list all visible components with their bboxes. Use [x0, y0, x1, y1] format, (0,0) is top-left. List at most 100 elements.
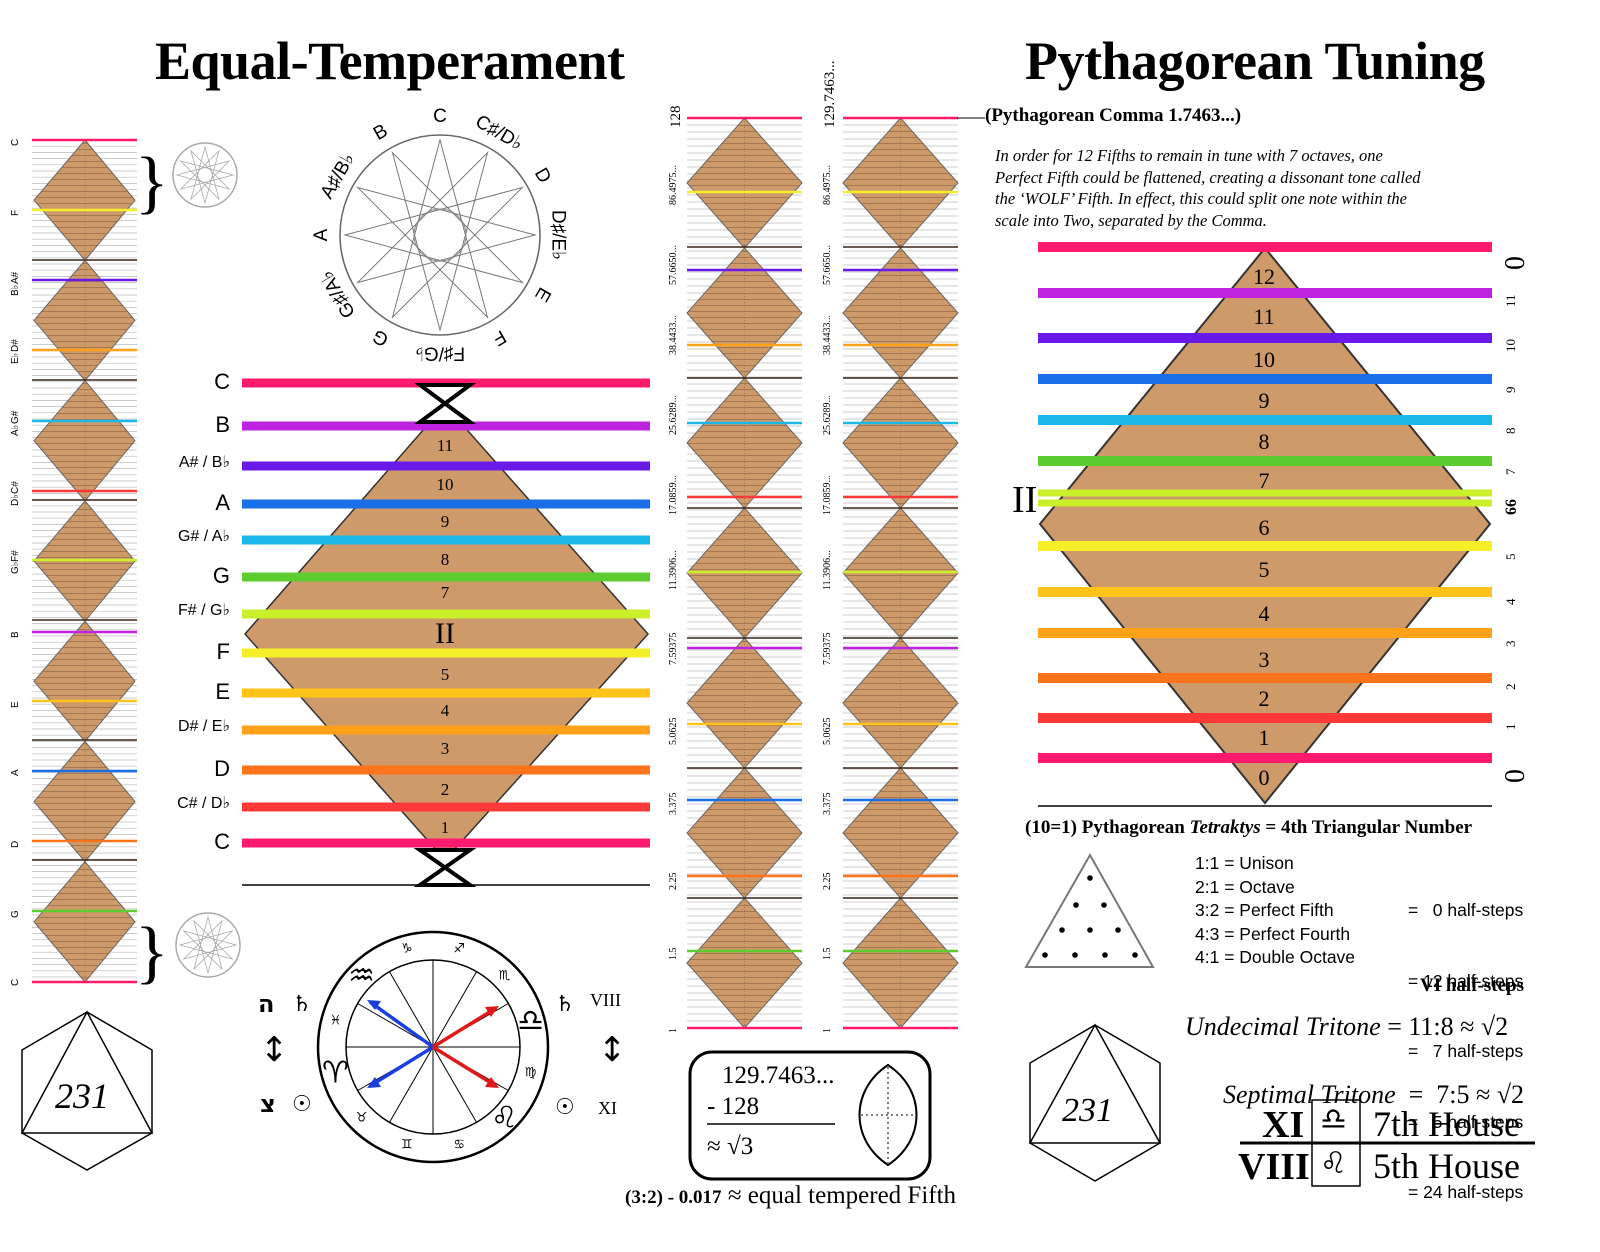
hexagon-right-shape — [1028, 1023, 1162, 1182]
house-viii: VIII — [1238, 1146, 1310, 1188]
equal-temperament-diamond — [242, 378, 650, 887]
bottom-caption-bold: (3:2) - 0.017 — [625, 1187, 722, 1208]
tetraktys-heading-pre: (10=1) Pythagorean — [1025, 817, 1190, 838]
undecimal-value: = 11:8 ≈ √2 — [1380, 1012, 1509, 1041]
pythagorean-right-number: 5 — [1503, 553, 1518, 561]
subtraction-line-1: 129.7463... — [722, 1062, 835, 1089]
ratio-right: = 7 half-steps — [1408, 1041, 1524, 1061]
et-note-label: C — [214, 369, 230, 394]
middle-column-right — [842, 116, 959, 1030]
et-note-label: E — [215, 679, 230, 704]
left-column-note-label: G# — [10, 410, 21, 424]
et-note-label: C# / D♭ — [177, 795, 230, 812]
left-column-note-label: B♭ — [10, 284, 21, 296]
title-pythagorean-tuning: Pythagorean Tuning — [1025, 31, 1485, 91]
middle-column-label: 25.6289... — [822, 395, 833, 435]
hexagon-left-number: 231 — [55, 1076, 109, 1116]
et-number-label: 1 — [440, 818, 450, 837]
et-number-label: 8 — [440, 550, 450, 569]
pythagorean-inner-number: 8 — [1258, 429, 1270, 454]
ratio-left: 3:2 = Perfect Fifth — [1195, 900, 1334, 920]
brace-bottom: } — [135, 914, 169, 991]
pythagorean-right-number: 4 — [1503, 598, 1518, 606]
middle-column-label: 7.59375 — [822, 632, 833, 666]
left-column-note-label: A# — [10, 271, 21, 284]
tetraktys-triangle — [1024, 852, 1155, 968]
et-note-label: D — [214, 756, 230, 781]
vesica-icon — [858, 1063, 918, 1167]
arrow-updown-right: ↕ — [598, 1030, 627, 1070]
title-equal-temperament: Equal-Temperament — [155, 31, 625, 91]
middle-column-label: 86.4975... — [668, 165, 679, 205]
left-column-note-label: C — [10, 138, 21, 146]
leo-icon: ♌ — [1320, 1146, 1347, 1181]
tetraktys-heading-ital: Tetraktys — [1189, 817, 1261, 838]
left-diamond-column — [32, 138, 137, 984]
seventh-house: 7th House — [1373, 1104, 1520, 1144]
zodiac-sign: ♑ — [401, 941, 413, 957]
zodiac-sign: ♈ — [321, 1055, 349, 1091]
middle-column-label: 2.25 — [822, 872, 833, 891]
zodiac-sign: ♒ — [348, 958, 376, 994]
middle-column-label: 57.6650... — [668, 245, 679, 285]
middle-column-label: 1 — [822, 1028, 833, 1033]
libra-icon: ♎ — [1320, 1102, 1347, 1137]
middle-column-label: 1 — [668, 1028, 679, 1033]
pythagorean-right-number: 1 — [1503, 723, 1518, 731]
pythagorean-comma: (Pythagorean Comma 1.7463...) — [985, 105, 1242, 126]
pythagorean-inner-number: 12 — [1253, 264, 1275, 289]
pythagorean-right-number: 10 — [1503, 339, 1518, 352]
septimal-value: = 7:5 ≈ √2 — [1395, 1080, 1525, 1109]
zodiac-sign: ♍ — [524, 1065, 537, 1081]
ratio-left: 2:1 = Octave — [1195, 876, 1295, 897]
et-note-label: F# / G♭ — [178, 602, 230, 619]
pythagorean-right-number: 9 — [1503, 386, 1518, 394]
wolf-fifth-paragraph: In order for 12 Fifths to remain in tune… — [995, 145, 1421, 231]
bottom-caption-rest: ≈ equal tempered Fifth — [721, 1182, 957, 1209]
middle-column-label: 1.5 — [822, 947, 833, 961]
circle-of-fifths-label: C — [433, 106, 447, 127]
circle-of-fifths-label: F♯/G♭ — [414, 342, 466, 364]
middle-column-label: 17.0859... — [668, 475, 679, 515]
pythagorean-right-number: 7 — [1503, 468, 1518, 476]
left-column-note-label: A — [10, 769, 21, 776]
zodiac-sign: ♌ — [490, 1100, 518, 1136]
pythagorean-right-number: 11 — [1503, 294, 1518, 307]
middle-column-label: 128 — [668, 105, 684, 129]
arrow-updown-left: ↕ — [260, 1030, 289, 1070]
zodiac-sign: ♎ — [517, 1003, 544, 1039]
middle-column-label: 11.3906... — [822, 550, 833, 590]
et-note-label: A — [215, 490, 230, 515]
pythagorean-inner-number: 11 — [1253, 304, 1275, 329]
left-column-note-label: F — [10, 209, 21, 216]
left-column-note-label: E — [10, 701, 21, 708]
subtraction-line-3: ≈ √3 — [707, 1133, 754, 1160]
ratio-right: = 24 half-steps — [1408, 1182, 1524, 1202]
et-note-label: G — [212, 563, 230, 588]
undecimal-tritone: Undecimal Tritone = 11:8 ≈ √2 — [1185, 1012, 1508, 1042]
hexagon-right-number: 231 — [1062, 1092, 1113, 1129]
septimal-name: Septimal Tritone — [1223, 1080, 1396, 1109]
zodiac-sign: ♉ — [355, 1110, 368, 1126]
ratio-right: = 12 half-steps — [1408, 970, 1524, 991]
ratio-left: 4:3 = Perfect Fourth — [1195, 923, 1351, 944]
paragraph-line: In order for 12 Fifths to remain in tune… — [995, 146, 1383, 165]
septimal-tritone: Septimal Tritone = 7:5 ≈ √2 — [1210, 1050, 1524, 1110]
left-column-note-label: G — [10, 910, 21, 918]
pythagorean-right-number: 66 — [1503, 499, 1520, 515]
et-number-label: II — [435, 617, 455, 650]
ratio-list-right: = 0 half-steps = 12 half-steps = 7 half-… — [1408, 852, 1523, 1228]
ratio-right: = 0 half-steps — [1408, 900, 1524, 920]
hebrew-tsadi: צ — [260, 1090, 276, 1118]
et-number-label: 11 — [436, 436, 454, 455]
middle-column-label: 3.375 — [668, 792, 679, 816]
middle-column-label: 11.3906... — [668, 550, 679, 590]
left-column-note-label: E♭ — [10, 352, 21, 364]
zodiac-sign: ♐ — [453, 941, 465, 957]
pythagorean-inner-number: 6 — [1258, 515, 1270, 540]
et-number-label: 5 — [440, 665, 450, 684]
pythagorean-inner-number: 4 — [1258, 601, 1270, 626]
ratio-list-left: 1:1 = Unison 2:1 = Octave 3:2 = Perfect … — [1195, 852, 1355, 970]
left-column-note-label: G♭ — [10, 561, 21, 575]
roman-xi-left: XI — [598, 1098, 617, 1118]
